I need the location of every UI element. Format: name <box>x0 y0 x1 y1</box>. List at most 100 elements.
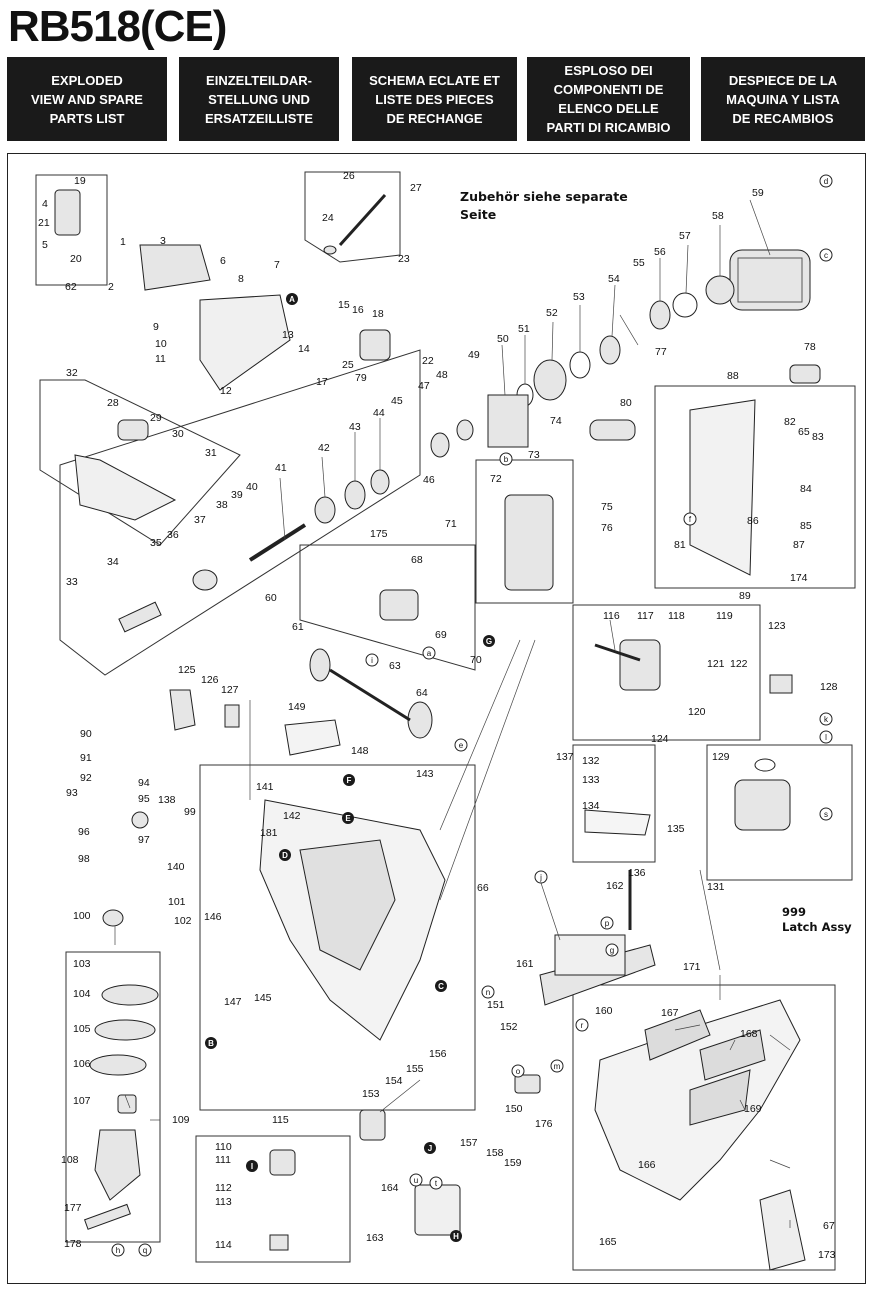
reference-marker-letter: p <box>605 919 610 928</box>
part-number-label: 173 <box>818 1249 836 1261</box>
part-number-label: 47 <box>418 380 430 392</box>
part-number-label: 142 <box>283 810 301 822</box>
part-number-label: 161 <box>516 958 534 970</box>
reference-marker-circle <box>683 512 697 526</box>
reference-marker-letter: H <box>453 1232 459 1241</box>
part-68-assembly <box>379 589 419 621</box>
part-27-rod <box>338 193 387 247</box>
reference-marker: E <box>342 812 354 824</box>
reference-marker: J <box>424 1142 436 1154</box>
reference-marker: b <box>499 452 513 466</box>
part-number-label: 97 <box>138 834 150 846</box>
reference-marker-circle <box>365 653 379 667</box>
part-number-label: 152 <box>500 1021 518 1033</box>
part-number-label: 159 <box>504 1157 522 1169</box>
part-80-switch <box>589 419 636 441</box>
part-number-label: 11 <box>155 353 166 365</box>
part-105-plate <box>94 1019 156 1041</box>
reference-marker-circle <box>819 807 833 821</box>
part-number-label: 146 <box>204 911 222 923</box>
part-number-label: 76 <box>601 522 613 534</box>
part-95-gear <box>131 811 149 829</box>
part-number-label: 151 <box>487 999 505 1011</box>
part-number-label: 54 <box>608 273 620 285</box>
reference-marker-circle <box>429 1176 443 1190</box>
reference-marker: p <box>600 916 614 930</box>
part-number-label: 113 <box>215 1196 232 1208</box>
part-number-label: 162 <box>606 880 624 892</box>
part-129-ring <box>754 758 776 772</box>
reference-marker: H <box>450 1230 462 1242</box>
part-number-label: 178 <box>64 1238 82 1250</box>
part-number-label: 28 <box>107 397 119 409</box>
reference-marker: j <box>534 870 548 884</box>
reference-marker-letter: k <box>824 715 829 724</box>
reference-marker-letter: g <box>610 946 614 955</box>
part-number-label: 108 <box>61 1154 79 1166</box>
reference-marker-letter: A <box>289 295 295 304</box>
part-number-label: 83 <box>812 431 824 443</box>
part-number-label: 3 <box>160 235 166 247</box>
reference-marker: m <box>550 1059 564 1073</box>
part-number-label: 121 <box>707 658 725 670</box>
reference-marker-circle <box>499 452 513 466</box>
reference-marker: A <box>286 293 298 305</box>
part-number-label: 33 <box>66 576 78 588</box>
part-number-label: 122 <box>730 658 748 670</box>
part-131-battery-latch <box>734 779 791 831</box>
part-number-label: 64 <box>416 687 428 699</box>
part-number-label: 100 <box>73 910 91 922</box>
reference-marker-circle <box>279 849 291 861</box>
part-number-label: 53 <box>573 291 585 303</box>
part-number-label: 164 <box>381 1182 399 1194</box>
part-number-label: 92 <box>80 772 92 784</box>
reference-marker-letter: m <box>554 1062 561 1071</box>
part-100-gear <box>102 909 124 927</box>
part-number-label: 79 <box>355 372 367 384</box>
banner-german: EINZELTEILDAR- STELLUNG UND ERSATZEILLIS… <box>179 57 339 141</box>
part-number-label: 103 <box>73 958 91 970</box>
part-number-label: 88 <box>727 370 739 382</box>
reference-marker-letter: i <box>371 656 373 665</box>
reference-marker: B <box>205 1037 217 1049</box>
part-number-label: 40 <box>246 481 258 493</box>
part-number-label: 4 <box>42 198 48 210</box>
part-number-label: 27 <box>410 182 422 194</box>
part-number-label: 133 <box>582 774 600 786</box>
part-number-label: 91 <box>80 752 92 764</box>
part-59-motor <box>729 249 811 311</box>
part-number-label: 90 <box>80 728 92 740</box>
part-58-fan <box>705 275 735 305</box>
reference-marker: t <box>429 1176 443 1190</box>
part-number-label: 13 <box>282 329 294 341</box>
part-number-label: 107 <box>73 1095 91 1107</box>
part-number-label: 175 <box>370 528 388 540</box>
reference-marker-letter: a <box>427 649 432 658</box>
part-number-label: 63 <box>389 660 401 672</box>
part-number-label: 8 <box>238 273 244 285</box>
reference-marker-circle <box>819 174 833 188</box>
part-number-label: 70 <box>470 654 482 666</box>
part-153-contact <box>359 1109 386 1141</box>
reference-marker: s <box>819 807 833 821</box>
reference-marker-circle <box>286 293 298 305</box>
part-168-grip <box>699 1029 766 1081</box>
part-32-handle <box>74 454 177 521</box>
part-59-winding <box>737 257 803 303</box>
part-number-label: 112 <box>215 1182 232 1194</box>
part-number-label: 153 <box>362 1088 380 1100</box>
latch-assy-note: 999 Latch Assy <box>782 905 852 934</box>
part-number-label: 94 <box>138 777 150 789</box>
part-number-label: 80 <box>620 397 632 409</box>
reference-marker-circle <box>343 774 355 786</box>
part-number-label: 52 <box>546 307 558 319</box>
part-number-label: 60 <box>265 592 277 604</box>
part-57-washer <box>672 292 698 318</box>
part-110-lever <box>269 1149 296 1176</box>
part-number-label: 42 <box>318 442 330 454</box>
part-number-label: 176 <box>535 1118 553 1130</box>
part-number-label: 104 <box>73 988 91 1000</box>
part-number-label: 181 <box>260 827 278 839</box>
part-number-label: 29 <box>150 412 162 424</box>
